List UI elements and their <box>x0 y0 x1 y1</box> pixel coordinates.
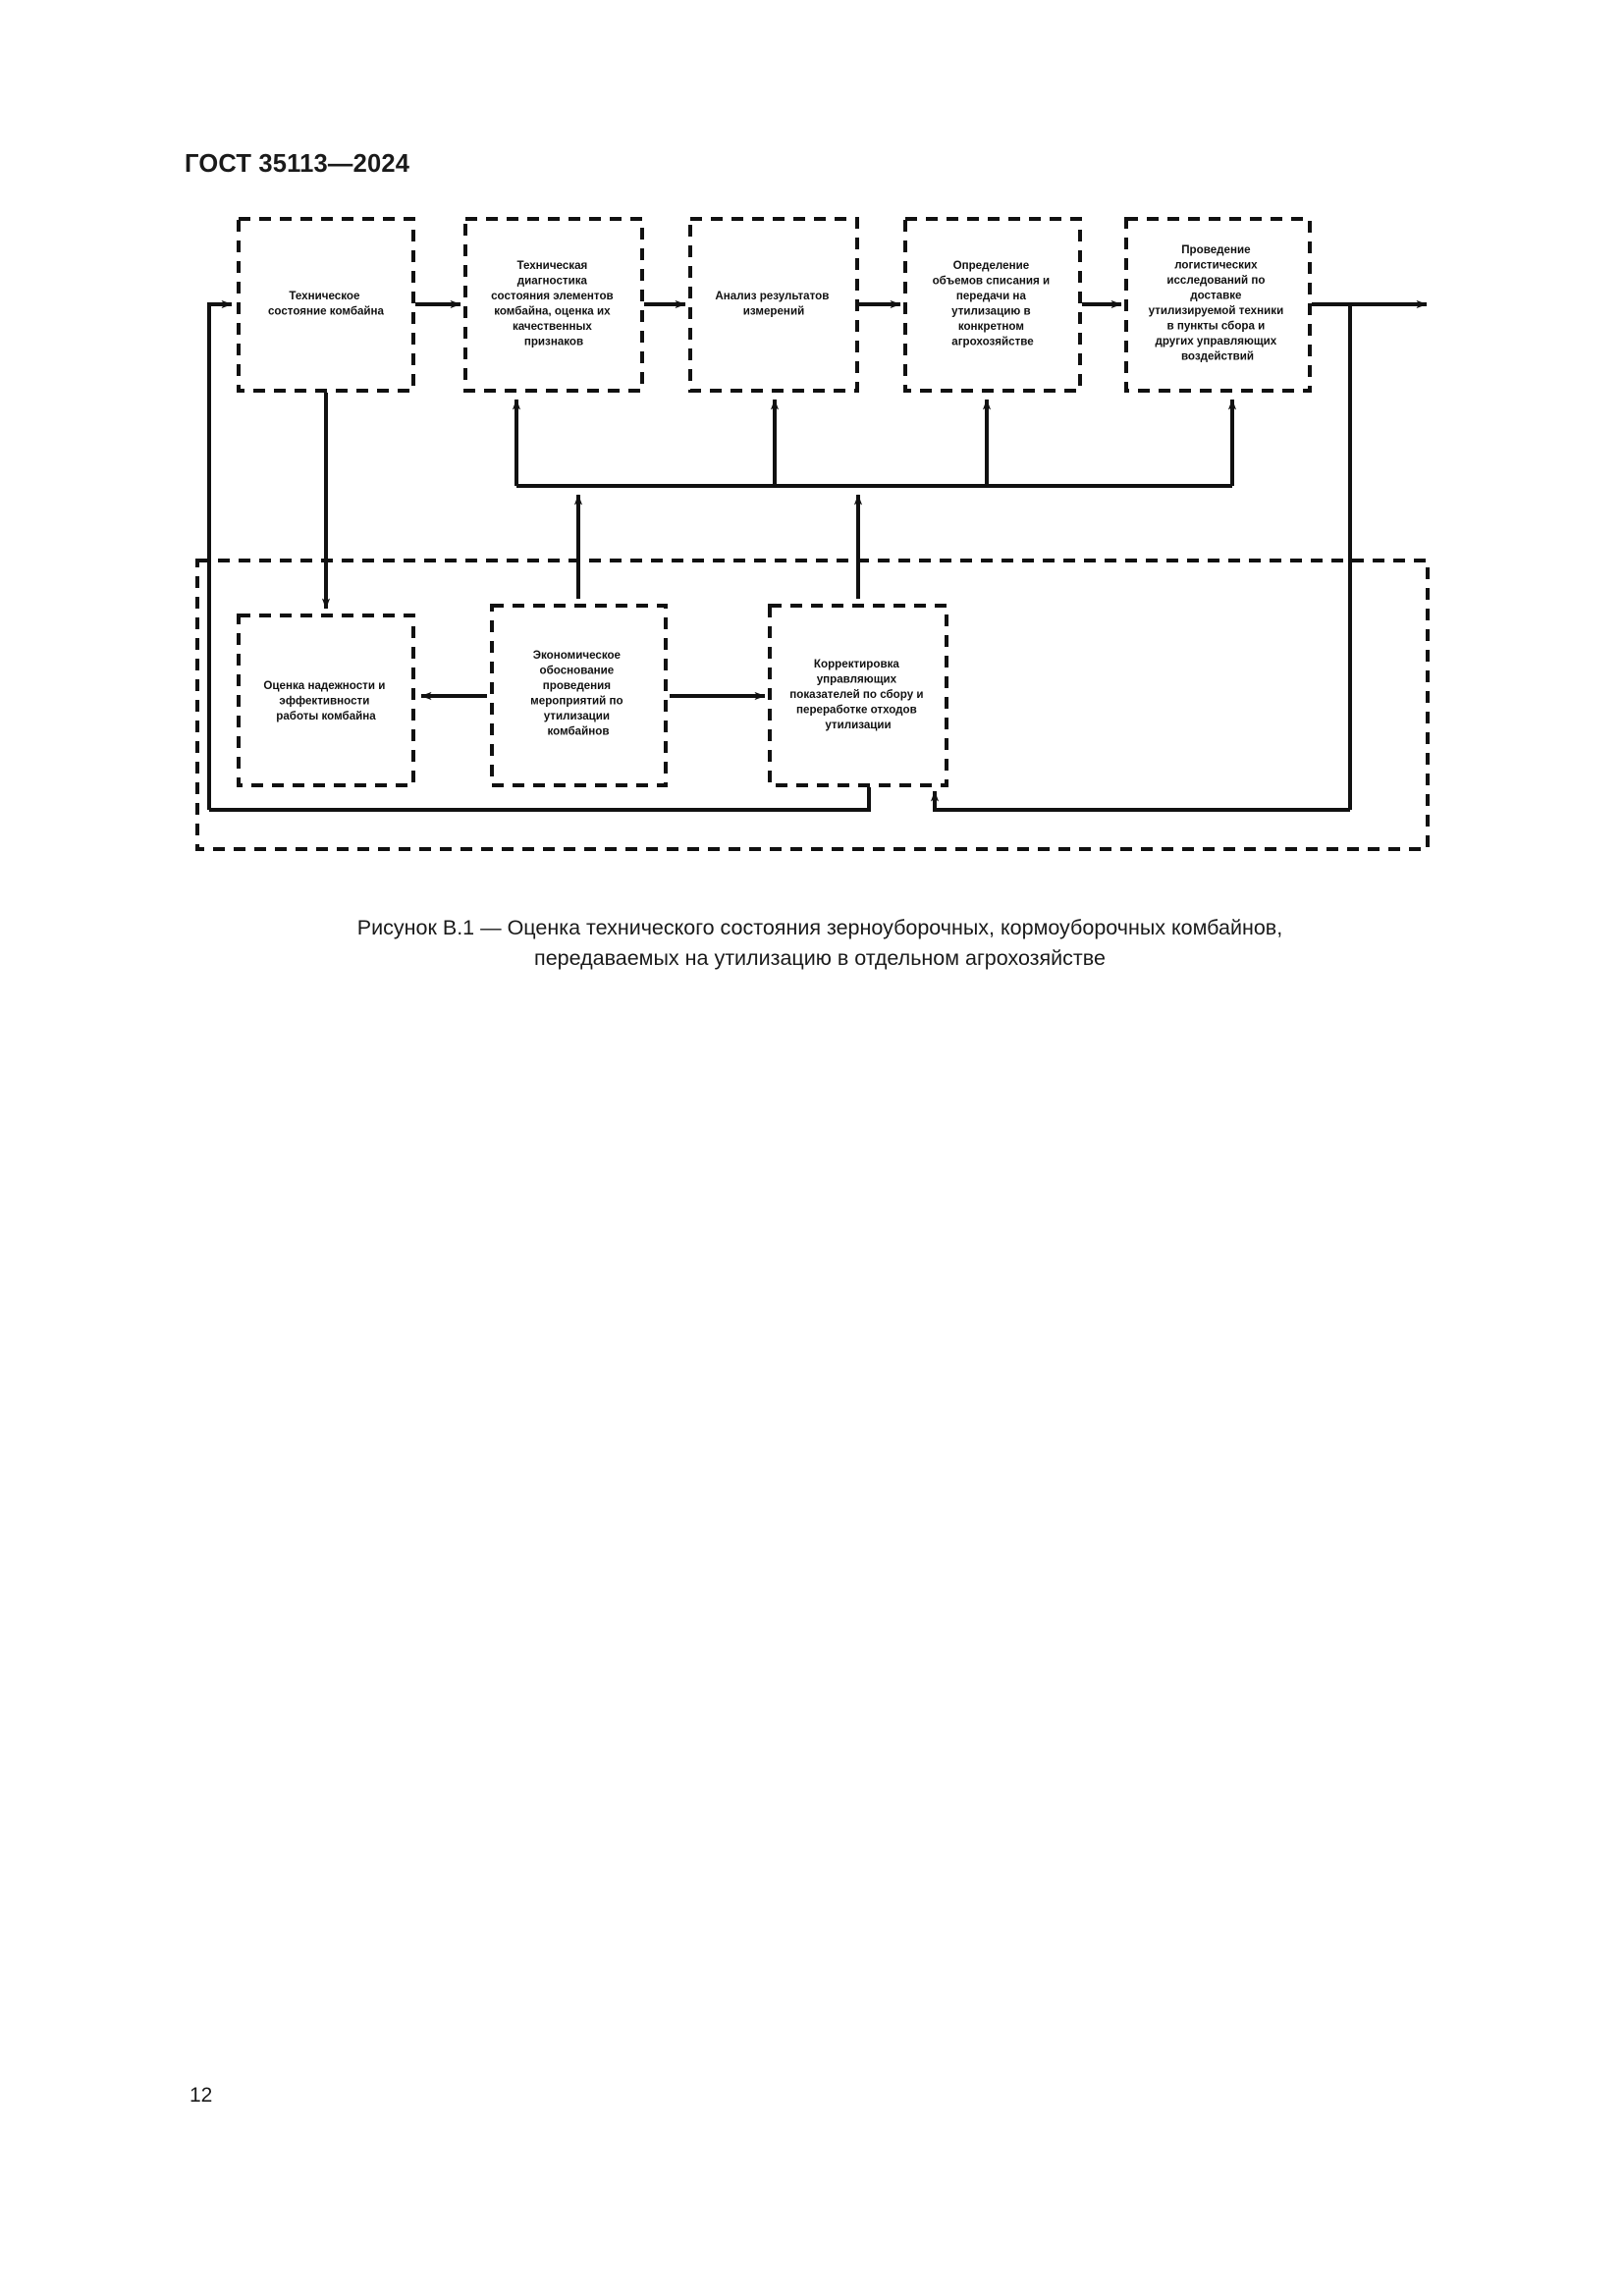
box-ekonomicheskoe-obosnovanie: Экономическое обоснование проведения мер… <box>490 604 668 787</box>
box-opredelenie-obemov-spisaniya: Определение объемов списания и передачи … <box>903 217 1082 393</box>
box-border <box>903 217 1082 393</box>
box-provedenie-logisticheskih-issledovaniy: Проведение логистических исследований по… <box>1124 217 1312 393</box>
box-label: Техническое состояние комбайна <box>268 290 385 318</box>
feedback-loop-box8-down-to-left-rail <box>209 787 871 812</box>
box-border <box>237 614 415 787</box>
box-ocenka-nadezhnosti: Оценка надежности и эффективности работы… <box>237 614 415 787</box>
feedback-loop-right-rail-into-box8 <box>930 790 1350 812</box>
box-label: Экономическое обоснование проведения мер… <box>530 649 626 738</box>
box-border <box>688 217 859 393</box>
page-number: 12 <box>189 2084 213 2107</box>
box-border <box>768 604 948 787</box>
figure-b1-diagram: Техническое состояние комбайна Техническ… <box>191 201 1468 869</box>
box-border <box>237 217 415 393</box>
box-label: Оценка надежности и эффективности работы… <box>263 679 388 722</box>
figure-caption-line-1: Рисунок В.1 — Оценка технического состоя… <box>356 916 1283 939</box>
box-border <box>1124 217 1312 393</box>
box-label: Корректировка управляющих показателей по… <box>789 658 926 731</box>
box-korrektirovka-upravlyayushchih: Корректировка управляющих показателей по… <box>768 604 948 787</box>
standard-designation-header: ГОСТ 35113—2024 <box>185 150 410 178</box>
box-border <box>463 217 644 393</box>
outer-dashed-container <box>195 559 1430 851</box>
figure-caption: Рисунок В.1 — Оценка технического состоя… <box>191 913 1448 974</box>
box-tehnicheskaya-diagnostika: Техническая диагностика состояния элемен… <box>463 217 644 393</box>
box-label: Определение объемов списания и передачи … <box>933 259 1054 348</box>
feedback-rail-left-into-box1 <box>207 299 233 810</box>
box-label: Проведение логистических исследований по… <box>1149 243 1287 363</box>
flowchart-svg: Техническое состояние комбайна Техническ… <box>195 217 1430 851</box>
box-tehnicheskoe-sostoyanie-kombayna: Техническое состояние комбайна <box>237 217 415 393</box>
figure-caption-line-2: передаваемых на утилизацию в отдельном а… <box>534 946 1106 971</box>
box-label: Техническая диагностика состояния элемен… <box>491 259 617 348</box>
box-analiz-rezultatov-izmereniy: Анализ результатов измерений <box>688 217 859 393</box>
box-label: Анализ результатов измерений <box>715 290 832 318</box>
box-border <box>490 604 668 787</box>
